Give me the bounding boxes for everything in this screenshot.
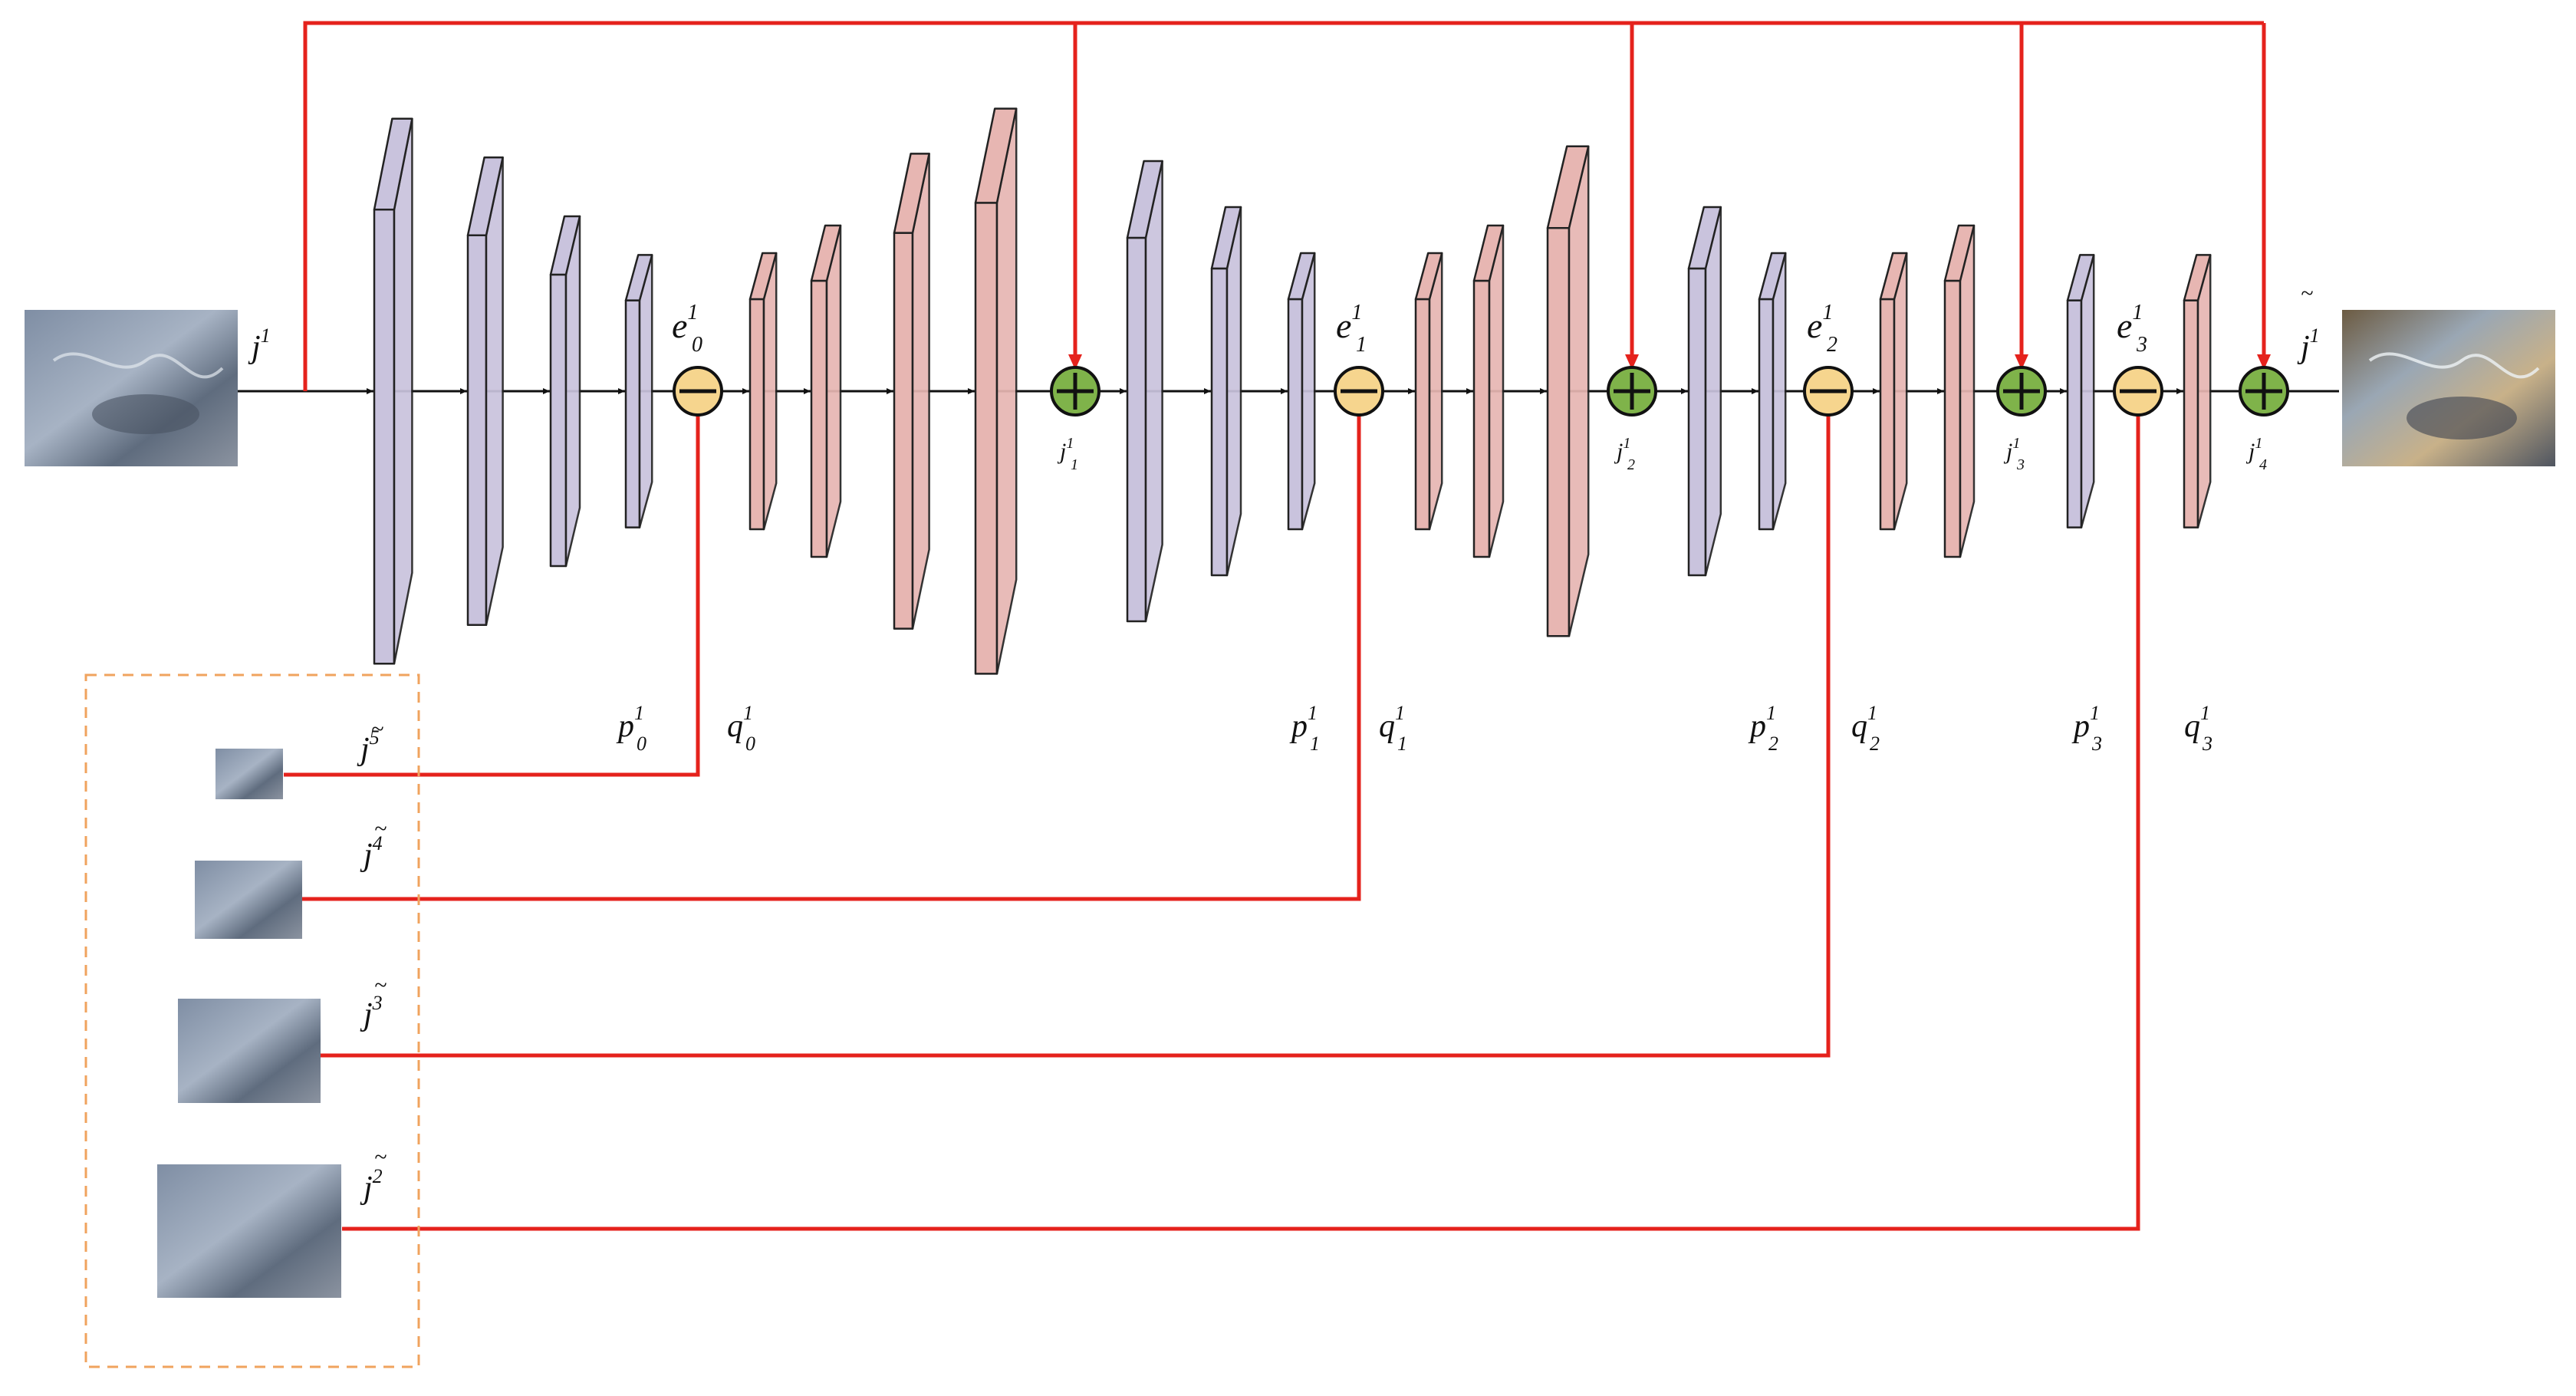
input-image <box>25 310 238 466</box>
circle-minus-icon <box>2113 366 2163 416</box>
encoder-block-18 <box>2066 254 2095 528</box>
top-skip-connections <box>303 21 2271 391</box>
pyramid-label-5: ~ j5 <box>357 716 383 767</box>
svg-text:j3: j3 <box>360 992 383 1032</box>
svg-text:~: ~ <box>2301 281 2313 306</box>
pyramid-image-5 <box>215 749 283 799</box>
output-image <box>2342 310 2555 466</box>
encoder-block-10 <box>1287 252 1316 531</box>
pyramid-label-2: ~ j2 <box>360 1144 387 1206</box>
encoder-block-8 <box>1126 160 1163 623</box>
pyramid-image-2 <box>157 1164 341 1298</box>
pyramid-image-3 <box>178 999 321 1103</box>
decoder-block-6 <box>893 153 930 630</box>
pyramid-connections <box>284 414 2140 1231</box>
decoder-block-12 <box>1472 224 1505 558</box>
pyramid-input-box <box>84 673 420 1368</box>
circle-minus-icon <box>673 366 723 416</box>
decoder-block-4 <box>748 252 778 531</box>
circle-plus-icon <box>1996 366 2047 416</box>
pyramid-label-4: ~ j4 <box>360 816 387 873</box>
decoder-block-19 <box>2183 254 2212 528</box>
encoder-block-2 <box>549 215 581 568</box>
pyramid-image-4 <box>195 861 302 939</box>
svg-text:j5: j5 <box>357 726 380 767</box>
svg-text:j1: j1 <box>2297 324 2320 365</box>
decoder-block-5 <box>810 224 842 558</box>
svg-text:j2: j2 <box>360 1165 383 1206</box>
decoder-block-16 <box>1879 252 1908 531</box>
operation-nodes <box>673 366 2289 416</box>
decoder-block-13 <box>1546 145 1590 637</box>
decoder-block-17 <box>1943 224 1976 558</box>
circle-minus-icon <box>1334 366 1384 416</box>
circle-plus-icon <box>1607 366 1657 416</box>
svg-text:~: ~ <box>374 973 387 998</box>
svg-text:j4: j4 <box>360 832 383 873</box>
circle-plus-icon <box>2239 366 2289 416</box>
input-label: j1 <box>248 324 271 365</box>
encoder-block-9 <box>1210 206 1242 577</box>
encoder-block-14 <box>1687 206 1722 577</box>
layer-blocks <box>351 107 2212 675</box>
decoder-block-7 <box>974 107 1018 675</box>
encoder-block-15 <box>1758 252 1787 531</box>
circle-minus-icon <box>1803 366 1854 416</box>
encoder-block-0 <box>373 117 413 665</box>
pyramid-label-3: ~ j3 <box>360 973 387 1032</box>
encoder-block-3 <box>624 254 653 528</box>
encoder-block-1 <box>466 156 504 627</box>
svg-text:~: ~ <box>374 1144 387 1170</box>
circle-plus-icon <box>1050 366 1100 416</box>
decoder-block-11 <box>1414 252 1443 531</box>
svg-text:~: ~ <box>374 816 387 841</box>
output-label: ~ j1 <box>2297 281 2320 365</box>
svg-text:~: ~ <box>371 716 383 742</box>
